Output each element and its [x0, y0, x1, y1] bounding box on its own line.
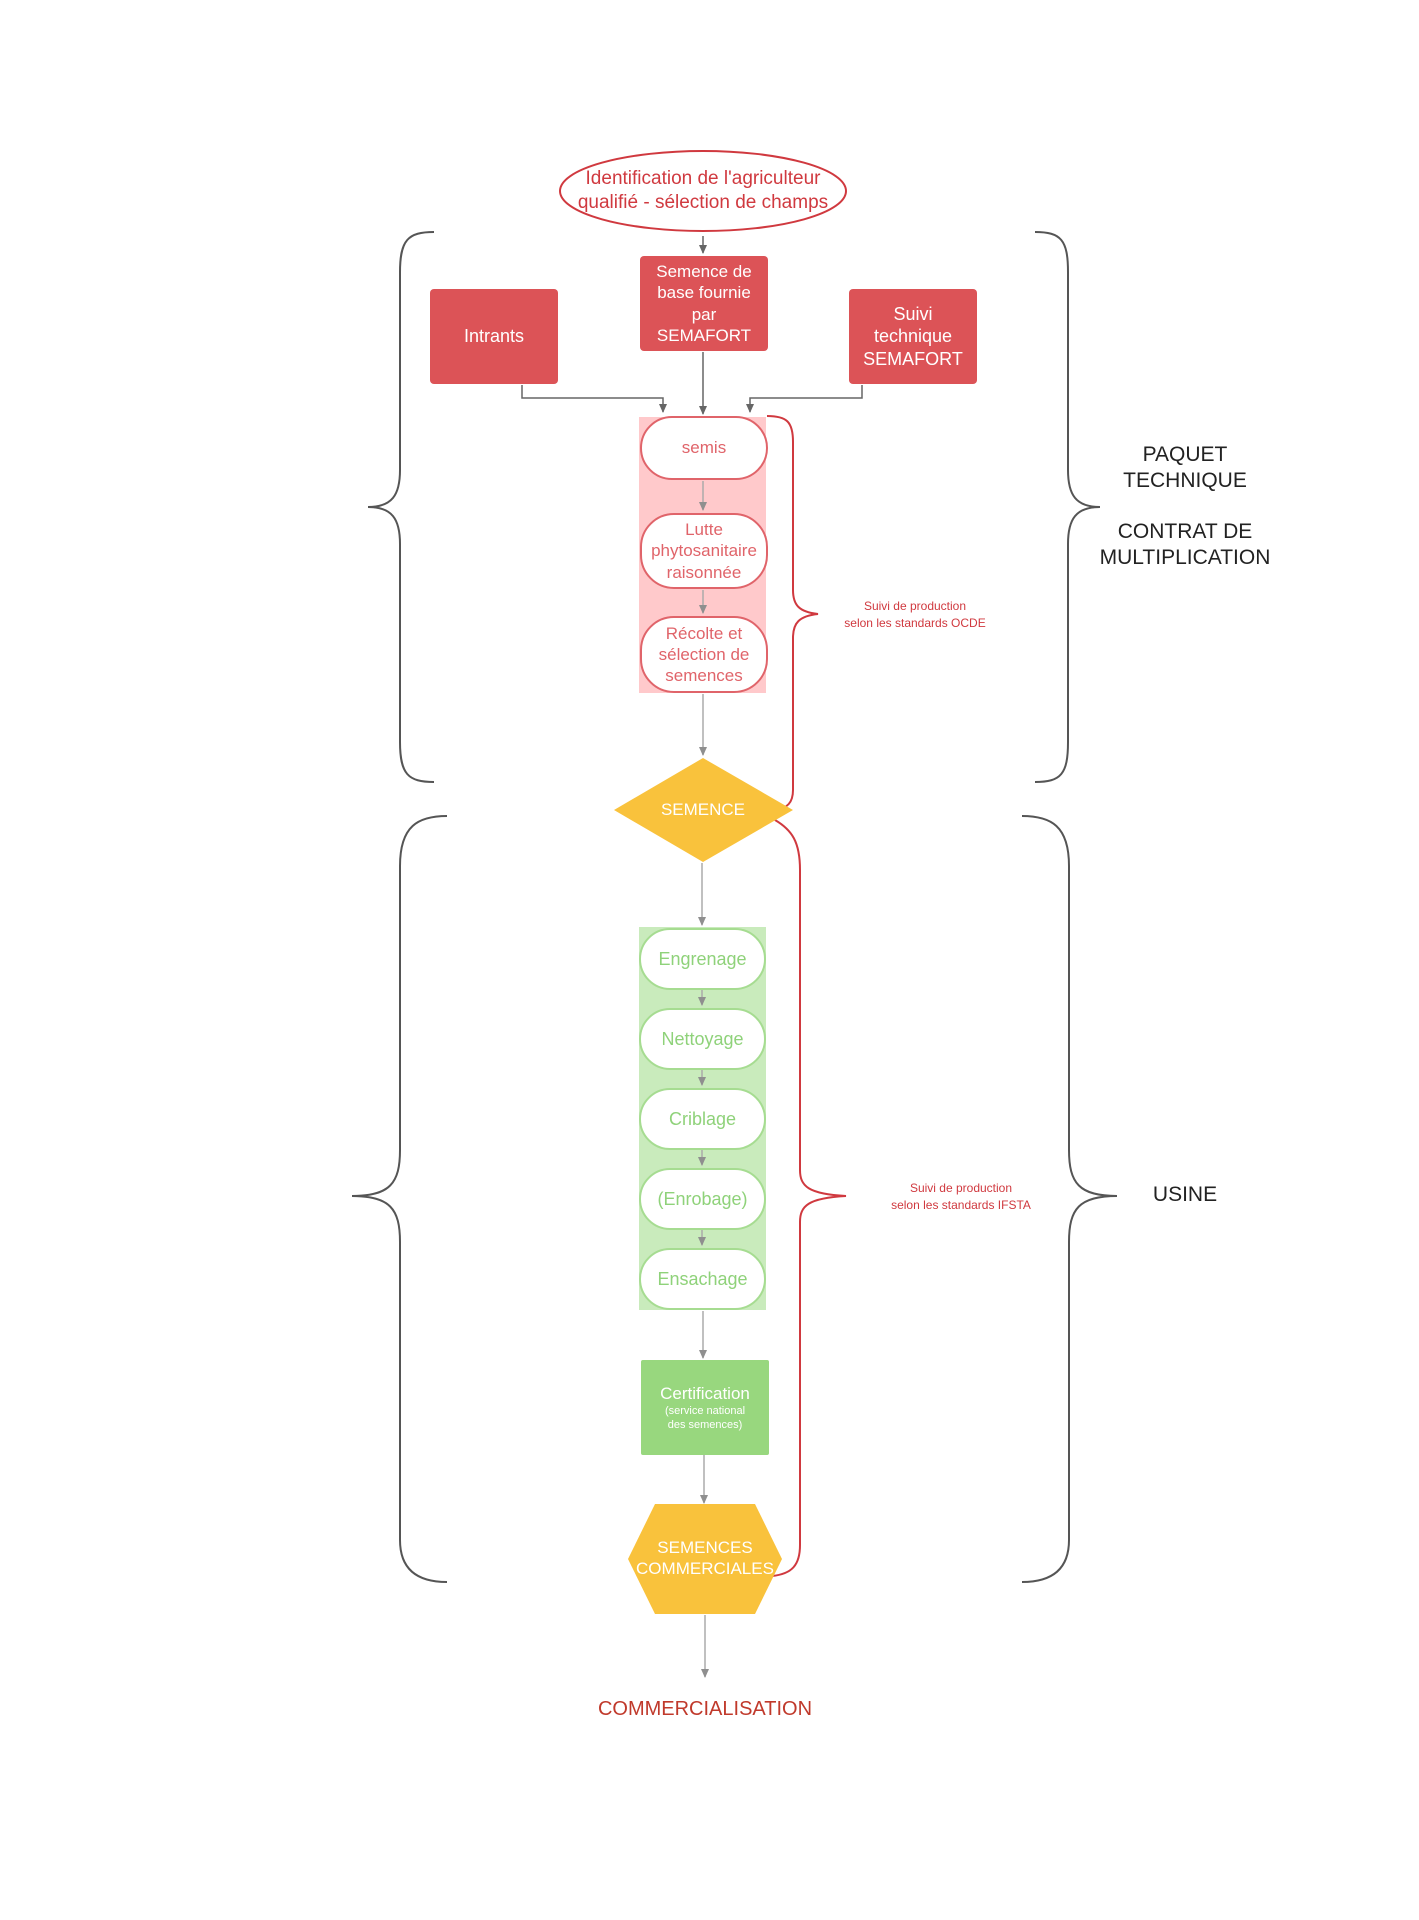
lutte-step: Lutte phytosanitaire raisonnée — [640, 513, 768, 589]
brace-left-top — [367, 231, 435, 783]
paquet-technique-label: PAQUET TECHNIQUE — [1123, 443, 1247, 493]
commercialisation-label: COMMERCIALISATION — [597, 1697, 813, 1720]
certification-subtitle: (service national des semences) — [664, 1404, 746, 1432]
suivi-ifsta-note: Suivi de production selon les standards … — [891, 1181, 1031, 1213]
arrow-suivi-to-semis — [746, 385, 863, 413]
suivi-ocde-note: Suivi de production selon les standards … — [844, 599, 986, 631]
recolte-step: Récolte et sélection de semences — [640, 616, 768, 693]
brace-left-bottom — [351, 815, 448, 1583]
brace-right-top — [1034, 231, 1101, 783]
semences-commerciales-label: SEMENCES COMMERCIALES — [636, 1537, 774, 1578]
brace-right-bottom — [1021, 815, 1118, 1583]
ensachage-step: Ensachage — [639, 1248, 766, 1310]
semence-label: SEMENCE — [660, 800, 746, 820]
contrat-multiplication-label: CONTRAT DE MULTIPLICATION — [1099, 520, 1271, 570]
intrants-box: Intrants — [430, 289, 558, 384]
identification-node-shape — [559, 150, 847, 232]
semence-diamond — [614, 758, 793, 862]
arrow-intrants-to-semis — [521, 385, 667, 413]
ifsta-bracket — [771, 819, 847, 1577]
semence-base-box: Semence de base fournie par SEMAFORT — [640, 256, 768, 351]
certification-title: Certification — [660, 1383, 750, 1403]
semences-commerciales-hexagon — [628, 1504, 782, 1614]
enrobage-step: (Enrobage) — [639, 1168, 766, 1230]
criblage-step: Criblage — [639, 1088, 766, 1150]
nettoyage-step: Nettoyage — [639, 1008, 766, 1070]
engrenage-step: Engrenage — [639, 928, 766, 990]
usine-label: USINE — [1152, 1183, 1218, 1206]
semis-step: semis — [640, 416, 768, 480]
ocde-bracket — [766, 415, 819, 811]
suivi-technique-box: Suivi technique SEMAFORT — [849, 289, 977, 384]
identification-node: Identification de l'agriculteur qualifié… — [577, 168, 829, 213]
certification-box: Certification (service national des seme… — [641, 1360, 769, 1455]
